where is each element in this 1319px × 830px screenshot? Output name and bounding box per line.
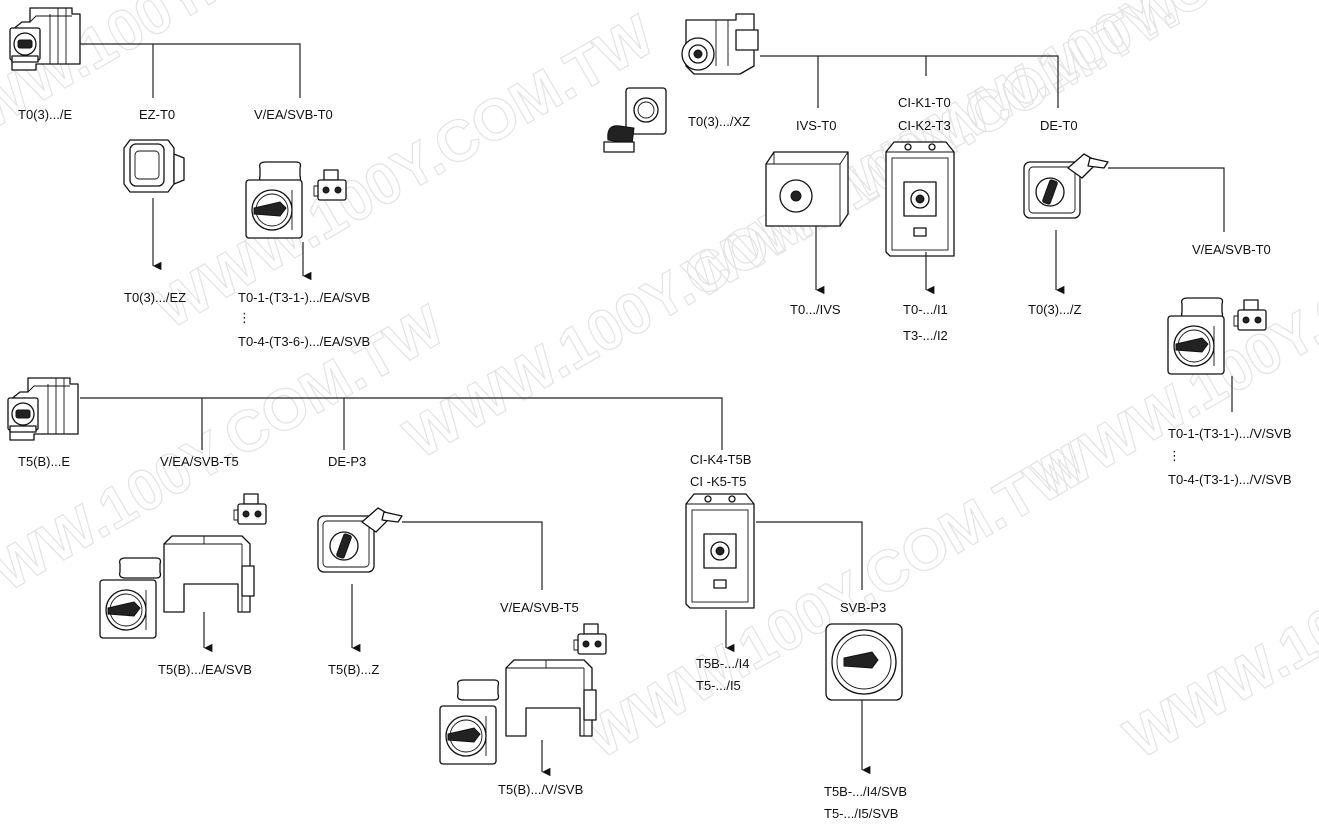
label-t0-1-v-svb: T0-1-(T3-1-).../V/SVB: [1168, 426, 1292, 441]
svg-text:WWW.100Y.COM.TW: WWW.100Y.COM.TW: [144, 3, 665, 341]
door-knob-de-t0-image: [1023, 153, 1109, 219]
cam-switch-t0-image: [9, 7, 81, 71]
label-t0-ivs: T0.../IVS: [790, 302, 841, 317]
front-plate-t5-image: [99, 579, 157, 639]
label-v-ea-svb-t0: V/EA/SVB-T0: [254, 107, 333, 122]
label-t0-e: T0(3).../E: [18, 107, 73, 122]
label-t0-i1: T0-.../I1: [903, 302, 948, 317]
xz-plate-image: [603, 87, 667, 153]
label-svb-p3: SVB-P3: [840, 600, 886, 615]
label-ci-k2-t3: CI-K2-T3: [898, 118, 951, 133]
label-t0-4-ea-svb: T0-4-(T3-6-).../EA/SVB: [238, 334, 370, 349]
group-t0-e: T0(3).../E EZ-T0 V/EA/SVB-T0 T0(3).../EZ…: [9, 7, 370, 349]
label-v-ea-svb-t5: V/EA/SVB-T5: [160, 454, 239, 469]
padlock-right-image: [1233, 299, 1267, 331]
door-knob-de-p3-image: [317, 507, 403, 573]
label-t5b-i4-svb: T5B-.../I4/SVB: [824, 784, 907, 799]
tag-image: [258, 161, 302, 183]
tag-t5-lower-image: [456, 679, 500, 701]
ci-enclosure-t5-image: [685, 493, 755, 609]
front-plate-right-image: [1167, 315, 1225, 375]
label-t5-e: T5(B)...E: [18, 454, 70, 469]
label-ci-k1-t0: CI-K1-T0: [898, 95, 951, 110]
cam-switch-t5-image: [7, 377, 79, 441]
padlock-t5-lower-image: [573, 623, 607, 655]
label-ez-t0: EZ-T0: [139, 107, 175, 122]
label-t5-i5-svb: T5-.../I5/SVB: [824, 806, 898, 821]
ellipsis-dots: ⋮: [238, 310, 251, 325]
front-plate-image: [245, 179, 303, 239]
label-t5-ea-svb: T5(B).../EA/SVB: [158, 662, 252, 677]
cover-t5-lower-image: [505, 659, 597, 737]
xz-device-image: [681, 13, 759, 75]
round-plate-svb-p3-image: [825, 623, 903, 701]
label-t0-z: T0(3).../Z: [1028, 302, 1082, 317]
label-t5-v-svb: T5(B).../V/SVB: [498, 782, 583, 797]
label-t5-i5: T5-.../I5: [696, 678, 741, 693]
label-v-ea-svb-t5-lower: V/EA/SVB-T5: [500, 600, 579, 615]
label-t5-z: T5(B)...Z: [328, 662, 379, 677]
label-t3-i2: T3-.../I2: [903, 328, 948, 343]
label-ci-k5-t5: CI -K5-T5: [690, 474, 746, 489]
tag-t5-image: [118, 557, 162, 579]
svg-text:WWW.100Y.COM.TW: WWW.100Y.COM.TW: [574, 433, 1095, 771]
group-t5-e: T5(B)...E V/EA/SVB-T5 DE-P3 CI-K4-T5B CI…: [7, 377, 907, 821]
label-t5b-i4: T5B-.../I4: [696, 656, 749, 671]
group-t0-xz: T0(3).../XZ IVS-T0 CI-K1-T0 CI-K2-T3 DE-…: [603, 13, 1292, 487]
label-ivs-t0: IVS-T0: [796, 118, 836, 133]
label-t0-4-v-svb: T0-4-(T3-1-).../V/SVB: [1168, 472, 1292, 487]
label-ci-k4-t5b: CI-K4-T5B: [690, 452, 751, 467]
label-t0-1-ea-svb: T0-1-(T3-1-).../EA/SVB: [238, 290, 370, 305]
ivs-enclosure-image: [765, 151, 849, 227]
label-v-ea-svb-t0-right: V/EA/SVB-T0: [1192, 242, 1271, 257]
front-plate-t5-lower-image: [439, 705, 497, 765]
padlock-t5-image: [233, 493, 267, 525]
label-t0-xz: T0(3).../XZ: [688, 114, 750, 129]
ellipsis-dots-right: ⋮: [1168, 448, 1181, 463]
label-de-p3: DE-P3: [328, 454, 366, 469]
ez-mount-image: [123, 139, 185, 193]
tag-right-image: [1180, 297, 1224, 319]
cover-t5-image: [163, 535, 255, 613]
ci-enclosure-t0-image: [885, 141, 955, 257]
label-t0-ez: T0(3).../EZ: [124, 290, 186, 305]
label-de-t0: DE-T0: [1040, 118, 1078, 133]
